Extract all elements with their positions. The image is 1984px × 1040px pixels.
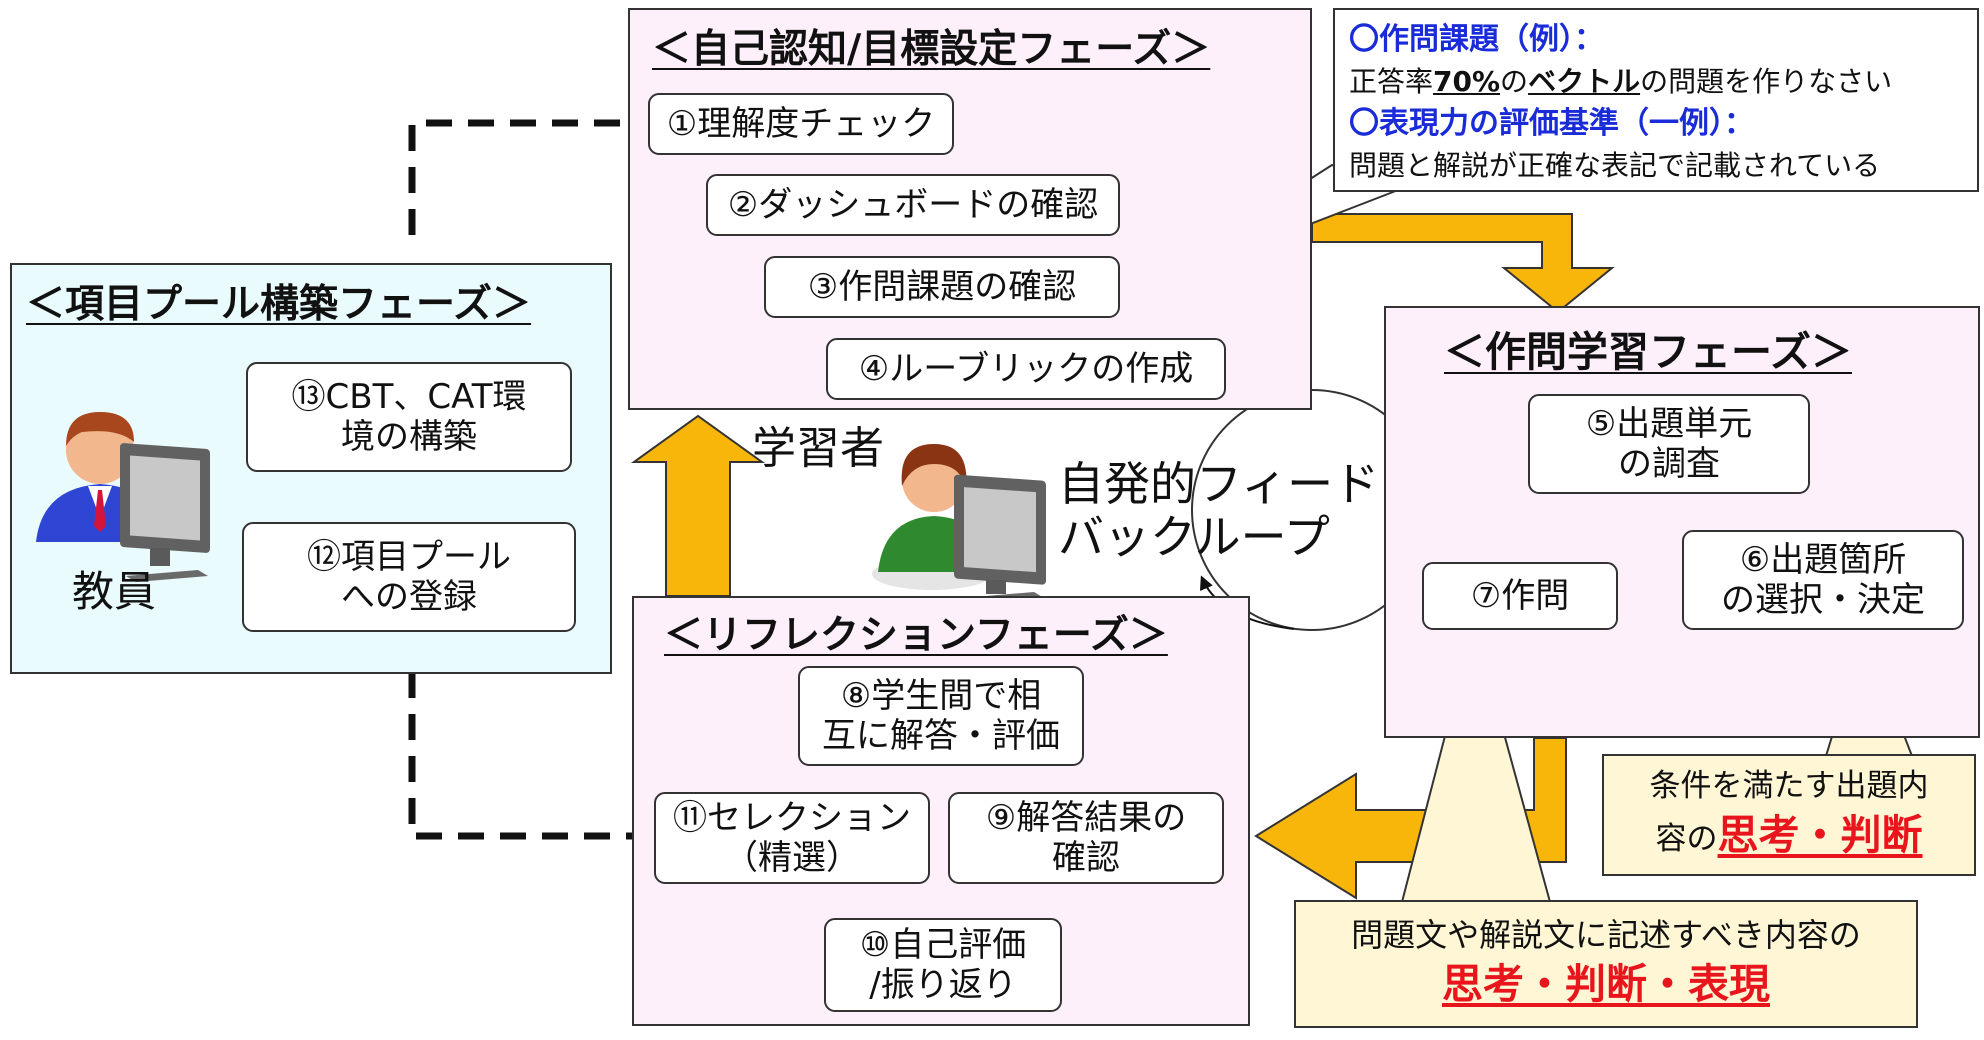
step-4-rubric-creation: ④ルーブリックの作成	[826, 338, 1226, 400]
step-7-question-creation: ⑦作問	[1422, 562, 1618, 630]
condition-callout-line-1: 条件を満たす出題内	[1649, 768, 1929, 804]
step-5-unit-survey: ⑤出題単元の調査	[1528, 394, 1810, 494]
step-12-item-pool-registration: ⑫項目プールへの登録	[242, 522, 576, 632]
content-thinking-callout: 問題文や解説文に記述すべき内容の 思考・判断・表現	[1294, 900, 1918, 1028]
step-9-answer-result-check: ⑨解答結果の確認	[948, 792, 1224, 884]
teacher-label: 教員	[72, 567, 157, 616]
condition-callout-line-2: 容の思考・判断	[1604, 808, 1974, 863]
step-10-self-evaluation: ⑩自己評価/振り返り	[824, 918, 1062, 1012]
example-task-box: 〇作問課題（例）： 正答率70%のベクトルの問題を作りなさい 〇表現力の評価基準…	[1333, 8, 1979, 192]
learner-label: 学習者	[752, 423, 884, 474]
content-callout-emphasis: 思考・判断・表現	[1442, 960, 1770, 1009]
step-6-location-selection: ⑥出題箇所の選択・決定	[1682, 530, 1964, 630]
step-11-selection: ⑪セレクション（精選）	[654, 792, 930, 884]
feedback-loop-line-2: バックループ	[1058, 509, 1330, 564]
condition-callout-prefix: 容の	[1655, 820, 1718, 857]
step-12-line-1: ⑫項目プール	[307, 536, 511, 577]
condition-thinking-callout: 条件を満たす出題内 容の思考・判断	[1602, 754, 1976, 876]
criteria-heading: 〇表現力の評価基準（一例）：	[1349, 106, 1754, 142]
step-11-line-2: （精選）	[724, 838, 860, 878]
feedback-loop-line-1: 自発的フィード	[1058, 457, 1380, 511]
step-5-line-1: ⑤出題単元	[1585, 403, 1753, 444]
example-task-pre: 正答率	[1349, 64, 1434, 98]
step-9-line-1: ⑨解答結果の	[985, 797, 1187, 838]
gold-arrow-to-creation	[1311, 213, 1615, 314]
example-heading: 〇作問課題（例）：	[1349, 22, 1604, 57]
step-8-line-1: ⑧学生間で相	[840, 675, 1042, 716]
condition-callout-emphasis: 思考・判断	[1717, 810, 1923, 859]
step-10-line-1: ⑩自己評価	[859, 924, 1027, 965]
dashed-path-bottom	[408, 654, 652, 840]
reflection-phase-title: ＜リフレクションフェーズ＞	[664, 613, 1168, 658]
question-creation-phase-title: ＜作問学習フェーズ＞	[1444, 328, 1852, 376]
feedback-loop-label: 自発的フィード バックループ	[1058, 458, 1379, 564]
self-awareness-phase-title: ＜自己認知/目標設定フェーズ＞	[652, 27, 1211, 72]
teacher-at-computer-icon	[36, 412, 210, 582]
step-11-line-1: ⑪セレクション	[673, 797, 911, 838]
dashed-path-top	[408, 119, 632, 235]
step-9-line-2: 確認	[1051, 838, 1120, 878]
example-task-line: 正答率70%のベクトルの問題を作りなさい	[1349, 62, 1967, 103]
step-3-task-check: ③作問課題の確認	[764, 256, 1120, 318]
step-12-line-2: への登録	[341, 577, 477, 617]
step-6-line-2: の選択・決定	[1721, 580, 1925, 620]
step-6-line-1: ⑥出題箇所	[1739, 539, 1907, 580]
item-pool-phase-title: ＜項目プール構築フェーズ＞	[26, 282, 532, 327]
content-callout-line-1: 問題文や解説文に記述すべき内容の	[1351, 916, 1861, 954]
criteria-line: 問題と解説が正確な表記で記載されている	[1349, 148, 1881, 182]
example-task-post: の問題を作りなさい	[1640, 64, 1893, 98]
step-2-dashboard-check: ②ダッシュボードの確認	[706, 174, 1120, 236]
gold-arrow-up	[630, 414, 766, 597]
example-task-topic: ベクトル	[1528, 64, 1641, 98]
content-callout-line-2: 思考・判断・表現	[1296, 957, 1916, 1012]
step-13-cbt-cat-setup: ⑬CBT、CAT環境の構築	[246, 362, 572, 472]
step-8-line-2: 互に解答・評価	[822, 716, 1060, 756]
step-1-understanding-check: ①理解度チェック	[648, 93, 954, 155]
step-13-line-2: 境の構築	[341, 417, 477, 457]
example-task-rate: 70%	[1433, 64, 1501, 98]
example-task-mid: の	[1500, 64, 1529, 98]
step-10-line-2: /振り返り	[869, 965, 1017, 1005]
step-13-line-1: ⑬CBT、CAT環	[291, 376, 527, 417]
step-5-line-2: の調査	[1617, 444, 1720, 484]
step-8-peer-answer-evaluation: ⑧学生間で相互に解答・評価	[798, 666, 1084, 766]
learner-at-computer-icon	[872, 444, 1046, 604]
question-creation-phase-panel: ＜作問学習フェーズ＞	[1384, 306, 1980, 738]
